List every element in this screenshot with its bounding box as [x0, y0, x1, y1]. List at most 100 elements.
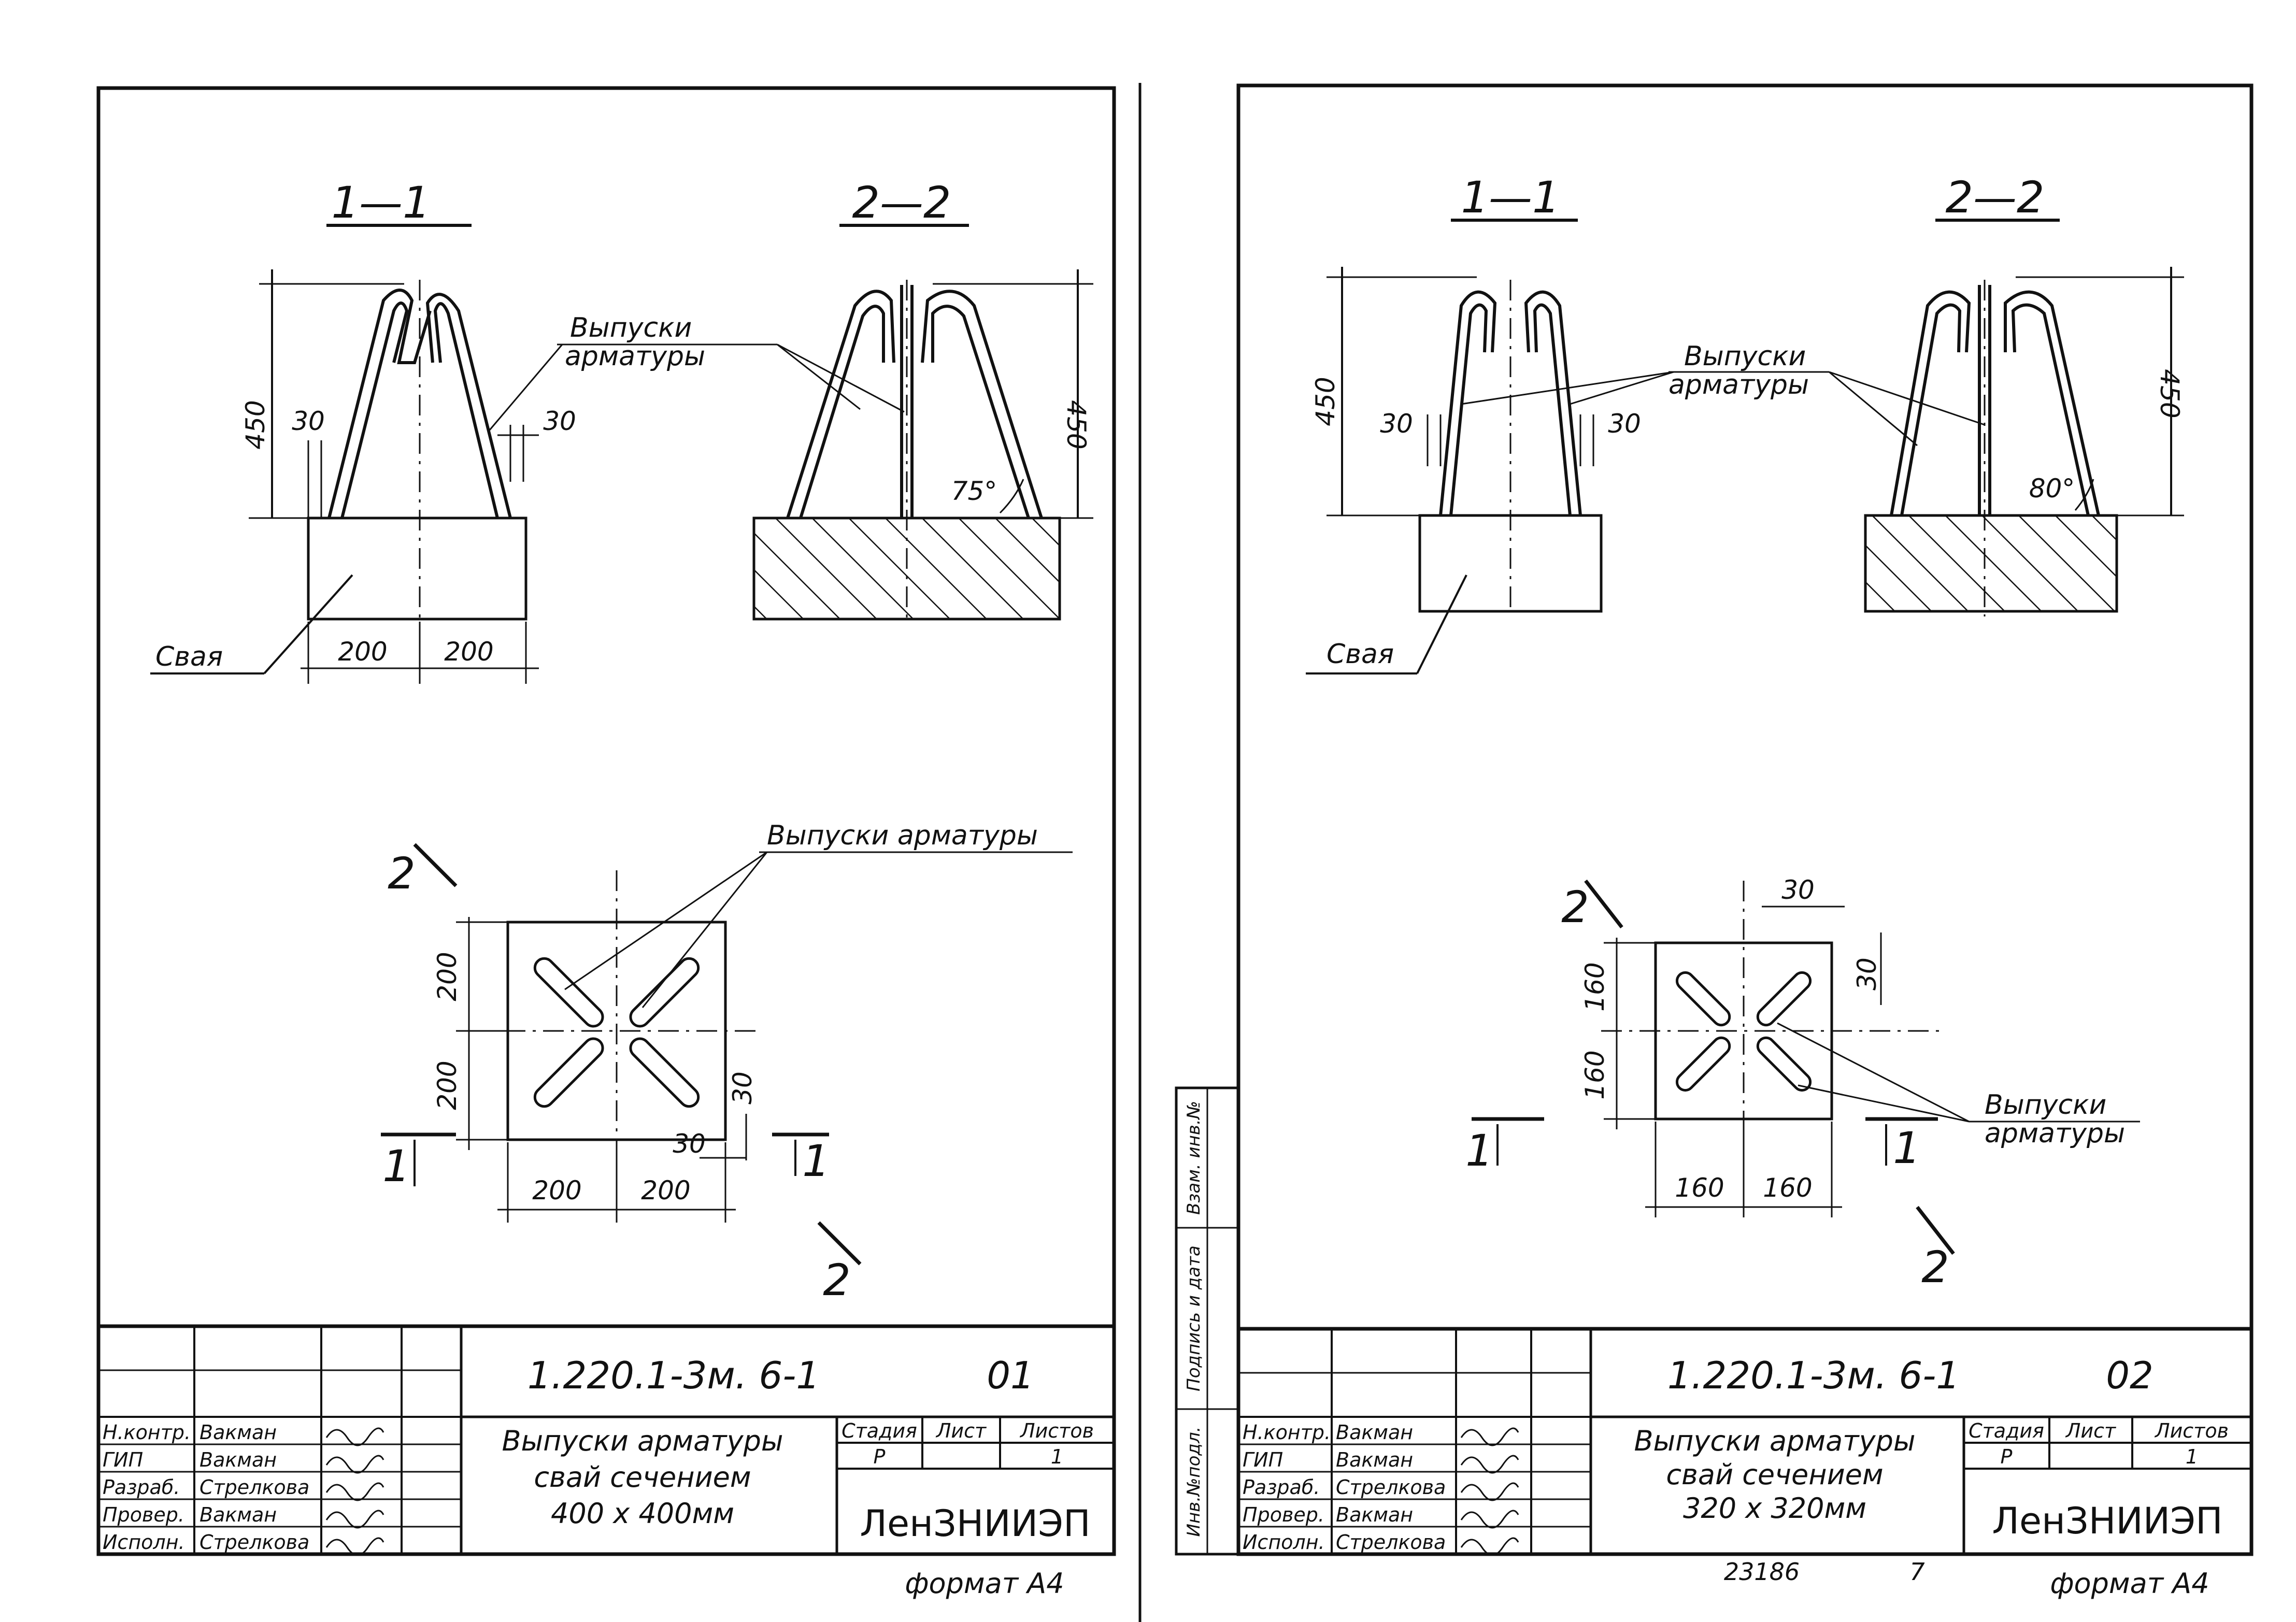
sheet-1-title-block: 1.220.1-3м. 6-1 01 Н.контр. ГИП Разраб. …: [96, 1324, 1116, 1556]
sheet-2-format: формат А4: [2050, 1567, 2209, 1600]
s2-rebar-label-plan-1: Выпуски: [1985, 1089, 2106, 1121]
s2-stamp-name-3: Вакман: [1336, 1503, 1413, 1526]
s2-plan-dim-side-top: 160: [1580, 962, 1610, 1011]
rebar-labels-sheet-1: Выпуски арматуры: [489, 312, 905, 430]
dim-height-2-2: 450: [1061, 400, 1091, 449]
s2-section-1-1-title: 1—1: [1461, 172, 1560, 223]
dim-height-1-1: 450: [240, 400, 270, 449]
s2-plan-dim-offset-v: 30: [1852, 957, 1882, 991]
stamp-desc-1: свай сечением: [534, 1461, 751, 1494]
s2-stamp-organization: ЛенЗНИИЭП: [1992, 1500, 2222, 1542]
s2-cut-2-bottom: 2: [1921, 1242, 1949, 1293]
s2-pile-label: Свая: [1327, 639, 1394, 670]
s2-stamp-desc-1: свай сечением: [1666, 1458, 1883, 1491]
s2-rebar-label-2: арматуры: [1668, 369, 1809, 400]
sheet-1-section-2-2: 2—2 450 75°: [752, 177, 1093, 622]
s2-dim-height-1-1: 450: [1310, 377, 1340, 426]
s2-stamp-code: 1.220.1-3м. 6-1: [1667, 1354, 1960, 1397]
sheet-2-section-1-1: 1—1 450 30 30 Свая: [1306, 172, 1641, 674]
s2-dim-height-2-2: 450: [2155, 369, 2185, 418]
cut-2-bottom: 2: [823, 1255, 850, 1305]
plan-dim-bottom-left: 200: [532, 1175, 581, 1205]
side-label-sign: Подпись и дата: [1183, 1245, 1204, 1391]
s2-plan-dim-offset-h: 30: [1781, 875, 1815, 905]
stamp-sheet-no: 01: [987, 1354, 1034, 1397]
side-strip: Инв.№подл. Подпись и дата Взам. инв.№: [1175, 1086, 1240, 1556]
signatures: [325, 1427, 384, 1556]
s2-rebar-labels: Выпуски арматуры: [1461, 341, 1985, 447]
stamp-sheets-value: 1: [1051, 1445, 1063, 1468]
s2-signatures: [1460, 1427, 1519, 1556]
stamp-desc-0: Выпуски арматуры: [502, 1425, 783, 1457]
plan-dim-offset-h: 30: [673, 1129, 706, 1159]
plan-bars: [533, 957, 700, 1108]
s2-stamp-name-4: Стрелкова: [1336, 1531, 1446, 1554]
s2-rebar-label-plan-2: арматуры: [1985, 1118, 2125, 1149]
section-2-2-title: 2—2: [852, 177, 951, 228]
s2-dim-angle: 80°: [2029, 473, 2075, 504]
s2-stamp-desc-0: Выпуски арматуры: [1634, 1425, 1915, 1457]
s2-section-2-2-title: 2—2: [1946, 172, 2045, 223]
s2-stamp-sheet-no: 02: [2106, 1354, 2154, 1397]
stamp-role-2: Разраб.: [103, 1476, 180, 1499]
s2-cut-2-top: 2: [1561, 882, 1589, 932]
plan-dim-side-bottom: 200: [432, 1060, 462, 1110]
s2-stamp-role-1: ГИП: [1243, 1448, 1283, 1471]
s2-rebar-label-1: Выпуски: [1684, 341, 1806, 372]
s2-stamp-sheets-value: 1: [2186, 1445, 2198, 1468]
rebar-bars-1-1: [327, 289, 512, 519]
stamp-role-3: Провер.: [103, 1503, 184, 1526]
s2-rebar-bars-2-2: [1890, 285, 2100, 516]
s2-cut-1-left: 1: [1465, 1125, 1493, 1176]
sheet-2-plan: 160 160 160 160 30 30 1 1 2 2 Выпуски ар…: [1465, 875, 2140, 1293]
s2-stamp-role-3: Провер.: [1243, 1503, 1324, 1526]
s2-stamp-name-1: Вакман: [1336, 1448, 1413, 1471]
s2-footer-page: 7: [1909, 1558, 1924, 1586]
sheet-2-title-block: 1.220.1-3м. 6-1 02 Н.контр. ГИП Разраб. …: [1236, 1327, 2254, 1556]
side-label-inv: Инв.№подл.: [1183, 1427, 1204, 1537]
sheet-1: 1—1 450 30 30: [96, 86, 1116, 1600]
sheet-2-section-2-2: 2—2 450 80°: [1864, 172, 2185, 616]
dim-half-right-1-1: 200: [444, 637, 493, 667]
s2-rebar-bars-1-1: [1439, 290, 1582, 516]
stamp-role-1: ГИП: [103, 1448, 143, 1471]
sheet-1-section-1-1: 1—1 450 30 30: [150, 177, 576, 684]
stamp-code: 1.220.1-3м. 6-1: [527, 1354, 820, 1397]
s2-footer-number: 23186: [1724, 1558, 1800, 1586]
stamp-name-2: Стрелкова: [199, 1476, 309, 1499]
sheet-1-plan: 200 200 200 200 30 30 1 1 2 2: [381, 820, 1073, 1305]
cut-1-left: 1: [382, 1141, 410, 1192]
stamp-desc-2: 400 х 400мм: [551, 1497, 734, 1530]
stamp-name-1: Вакман: [199, 1448, 277, 1471]
s2-stamp-role-2: Разраб.: [1243, 1476, 1320, 1499]
dim-angle-2-2: 75°: [951, 476, 997, 506]
pile-outline: [307, 516, 527, 621]
stamp-sheets-header: Листов: [1019, 1419, 1094, 1442]
cut-2-top: 2: [388, 848, 415, 899]
s2-plan-dim-side-bottom: 160: [1580, 1050, 1610, 1099]
stamp-name-0: Вакман: [199, 1421, 277, 1444]
dim-half-left-1-1: 200: [338, 637, 387, 667]
sheet-2: Инв.№подл. Подпись и дата Взам. инв.№ 1—…: [1175, 83, 2254, 1600]
stamp-stage-value: Р: [874, 1445, 886, 1468]
s2-dim-offset-left: 30: [1380, 409, 1413, 439]
plan-dim-offset-v: 30: [728, 1071, 758, 1104]
stamp-stage-header: Стадия: [842, 1419, 917, 1442]
dim-offset-right-1-1: 30: [543, 406, 576, 436]
s2-plan-dim-bottom-left: 160: [1675, 1173, 1724, 1203]
s2-stamp-stage-value: Р: [2001, 1445, 2013, 1468]
s2-stamp-role-0: Н.контр.: [1243, 1421, 1331, 1444]
sheet-1-format: формат А4: [905, 1567, 1064, 1600]
s2-stamp-name-0: Вакман: [1336, 1421, 1413, 1444]
plan-dim-bottom-right: 200: [641, 1175, 690, 1205]
rebar-label-1: Выпуски: [570, 312, 692, 343]
s2-cut-1-right: 1: [1893, 1123, 1920, 1173]
stamp-organization: ЛенЗНИИЭП: [860, 1502, 1090, 1545]
cut-1-right: 1: [802, 1136, 830, 1186]
stamp-sheet-header: Лист: [935, 1419, 987, 1442]
pile-label-1-1: Свая: [155, 641, 223, 672]
side-label-vzam: Взам. инв.№: [1183, 1101, 1204, 1215]
rebar-label-2: арматуры: [565, 341, 705, 372]
stamp-name-4: Стрелкова: [199, 1531, 309, 1554]
stamp-name-3: Вакман: [199, 1503, 277, 1526]
